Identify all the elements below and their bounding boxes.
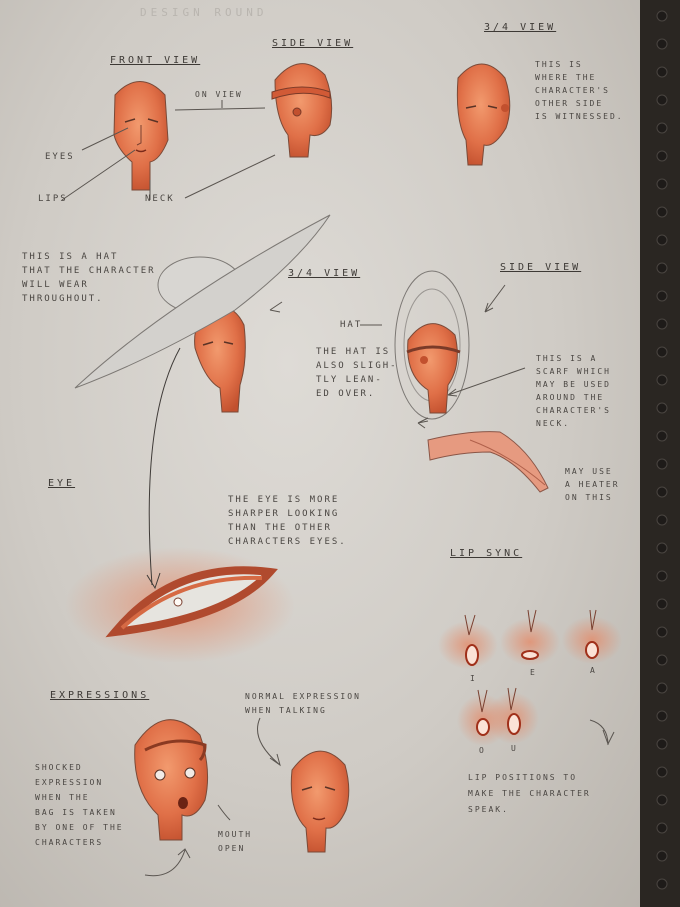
note-hat-lean: THE HAT IS ALSO SLIGH- TLY LEAN- ED OVER… xyxy=(316,347,398,399)
pointer-lines-top xyxy=(61,100,276,201)
sketch-artwork xyxy=(61,63,622,877)
heading-side-view: SIDE VIEW xyxy=(272,38,354,49)
heading-expressions: EXPRESSIONS xyxy=(50,690,150,701)
label-lips: LIPS xyxy=(38,194,68,204)
note-shocked: SHOCKED EXPRESSION WHEN THE BAG IS TAKEN… xyxy=(35,763,124,847)
lip-letter-i-text: I xyxy=(470,674,477,683)
lip-letter-a: A xyxy=(590,664,597,678)
shocked-expression-head xyxy=(134,719,209,841)
lip-letter-e-text: E xyxy=(530,668,537,677)
label-hat: HAT xyxy=(340,320,363,330)
note-hat: THIS IS A HAT THAT THE CHARACTER WILL WE… xyxy=(22,252,156,304)
heading-lip-sync: LIP SYNC xyxy=(450,548,523,559)
note-normal-expression: NORMAL EXPRESSION WHEN TALKING xyxy=(245,692,361,715)
label-neck: NECK xyxy=(145,194,175,204)
note-heater: MAY USE A HEATER ON THIS xyxy=(565,467,620,502)
label-mouth-open: MOUTH OPEN xyxy=(218,830,253,853)
eye-callout-line xyxy=(148,347,181,586)
normal-expression-head xyxy=(290,750,350,853)
lip-letter-e: E xyxy=(530,666,537,680)
label-one-view: ON VIEW xyxy=(195,90,243,99)
scarf-sketch xyxy=(427,431,549,493)
lip-letter-a-text: A xyxy=(590,666,597,675)
lip-sync-drawings xyxy=(438,609,622,746)
lip-letter-u-text: U xyxy=(511,744,518,753)
note-three-quarter: THIS IS WHERE THE CHARACTER'S OTHER SIDE… xyxy=(535,60,624,121)
note-eye: THE EYE IS MORE SHARPER LOOKING THAN THE… xyxy=(228,495,347,547)
pointer-lines-bottom xyxy=(144,284,526,877)
heading-front-view: FRONT VIEW xyxy=(110,55,201,66)
side-view-head xyxy=(271,63,333,158)
heading-hat-three-quarter-view: 3/4 VIEW xyxy=(288,268,361,279)
lip-letter-u: U xyxy=(511,742,518,756)
hat-side-figure xyxy=(394,270,470,420)
eye-detail-drawing xyxy=(65,547,295,663)
heading-three-quarter-view: 3/4 VIEW xyxy=(484,22,557,33)
page-title: DESIGN ROUND xyxy=(140,6,268,19)
front-view-head xyxy=(113,81,169,191)
hat-three-quarter-figure xyxy=(74,214,331,413)
heading-hat-side-view: SIDE VIEW xyxy=(500,262,582,273)
lip-letter-o-text: O xyxy=(479,746,486,755)
heading-eye: EYE xyxy=(48,478,76,489)
note-lip-positions: LIP POSITIONS TO MAKE THE CHARACTER SPEA… xyxy=(468,773,591,814)
three-quarter-head xyxy=(456,63,511,166)
lip-letter-o: O xyxy=(479,744,486,758)
note-scarf: THIS IS A SCARF WHICH MAY BE USED AROUND… xyxy=(536,354,611,428)
spiral-binding xyxy=(644,0,680,907)
label-eyes: EYES xyxy=(45,152,75,162)
lip-letter-i: I xyxy=(470,672,477,686)
sketchbook-page: DESIGN ROUND FRONT VIEW SIDE VIEW 3/4 VI… xyxy=(0,0,640,907)
